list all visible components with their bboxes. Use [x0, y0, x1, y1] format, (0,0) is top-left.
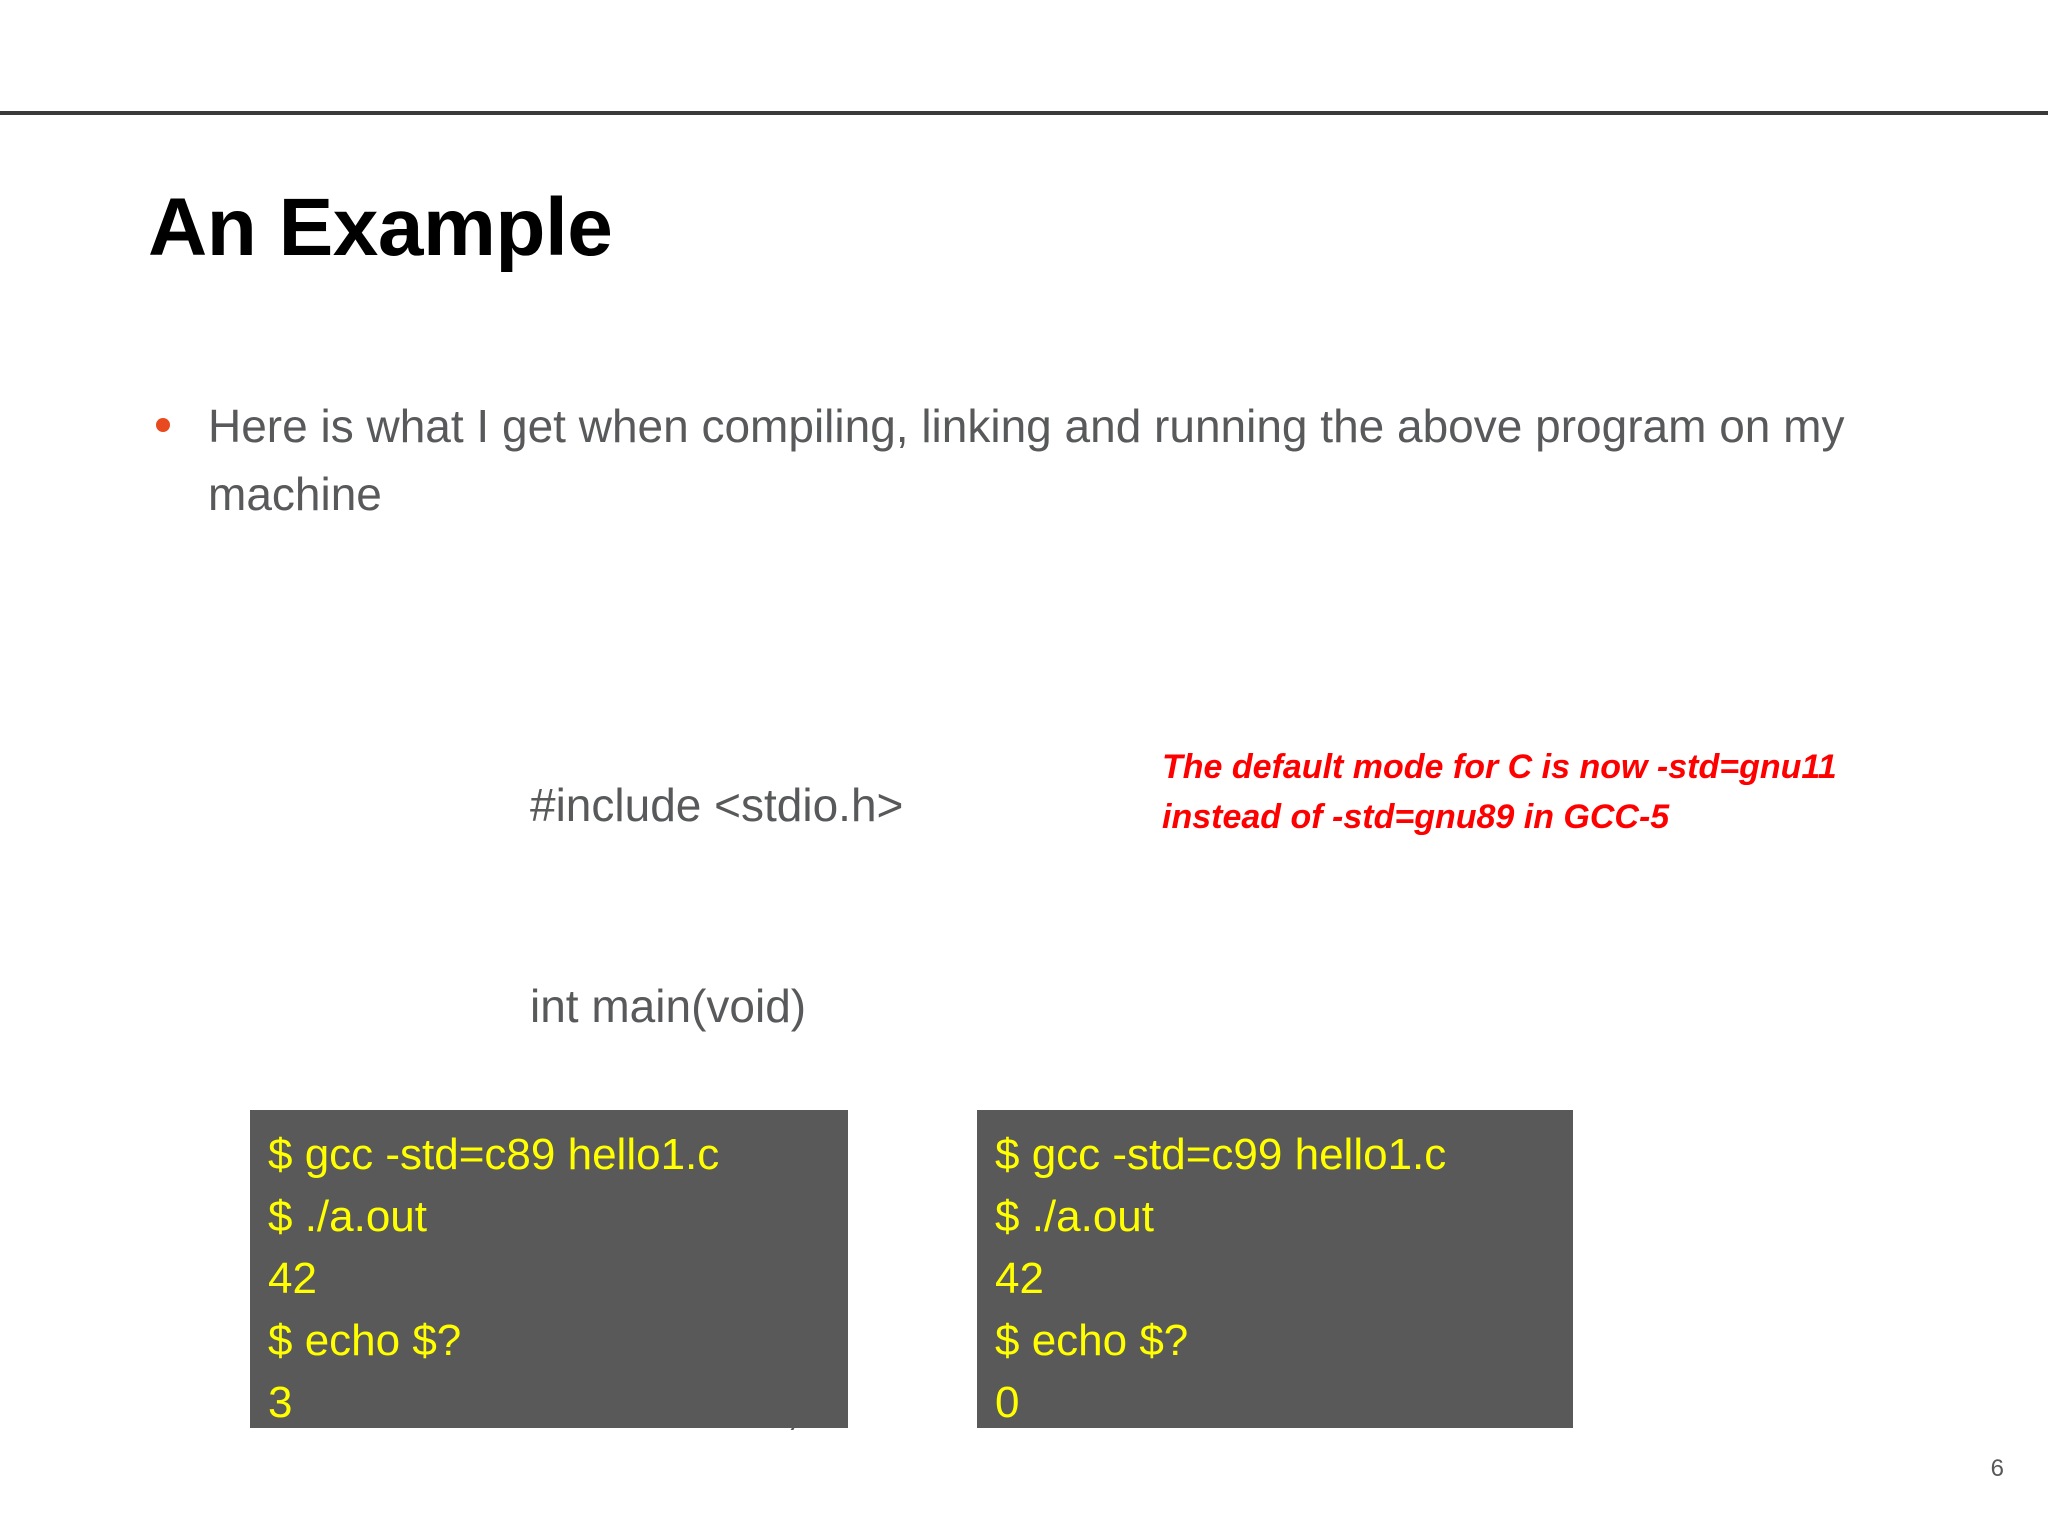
list-item: Here is what I get when compiling, linki… — [148, 392, 1908, 528]
terminal-line: 0 — [995, 1378, 1020, 1427]
terminal-output-c99: $ gcc -std=c99 hello1.c $ ./a.out 42 $ e… — [977, 1110, 1573, 1428]
terminal-line: $ ./a.out — [995, 1192, 1155, 1241]
terminal-line: $ gcc -std=c89 hello1.c — [268, 1130, 720, 1179]
terminal-line: $ gcc -std=c99 hello1.c — [995, 1130, 1447, 1179]
terminal-line: $ echo $? — [995, 1316, 1189, 1365]
bullet-item-text: Here is what I get when compiling, linki… — [208, 400, 1845, 520]
page-number: 6 — [1990, 1455, 2004, 1482]
bullet-list: Here is what I get when compiling, linki… — [148, 392, 1908, 528]
terminal-line: $ echo $? — [268, 1316, 462, 1365]
code-line: #include <stdio.h> — [530, 779, 904, 831]
gcc-default-mode-annotation: The default mode for C is now -std=gnu11… — [1162, 748, 1837, 836]
terminal-output-c89: $ gcc -std=c89 hello1.c $ ./a.out 42 $ e… — [250, 1110, 848, 1428]
terminal-line: $ ./a.out — [268, 1192, 428, 1241]
terminal-line: 3 — [268, 1378, 293, 1427]
bullet-dot-icon — [156, 418, 170, 432]
header-divider-rule — [0, 111, 2048, 115]
terminal-line: 42 — [268, 1254, 317, 1303]
code-line: int main(void) — [530, 980, 807, 1032]
terminal-line: 42 — [995, 1254, 1044, 1303]
page-title: An Example — [148, 181, 613, 273]
